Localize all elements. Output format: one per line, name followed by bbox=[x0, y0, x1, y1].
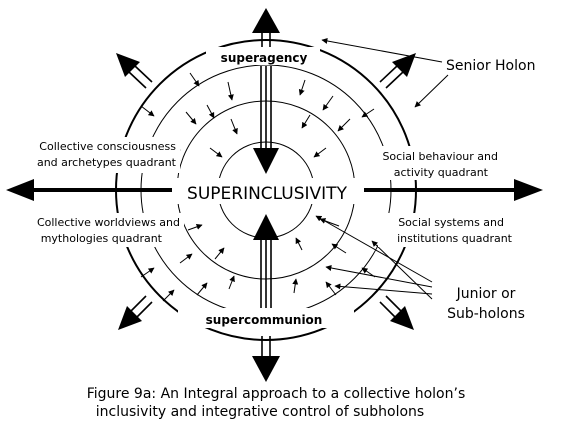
ll-label-bg bbox=[12, 213, 184, 247]
ul-quadrant-label-line2: and archetypes quadrant bbox=[37, 156, 177, 169]
junior-holon-label-line2: Sub-holons bbox=[447, 306, 525, 322]
ll-quadrant-label-line2: mythologies quadrant bbox=[41, 232, 163, 245]
ul-quadrant-label-line1: Collective consciousness bbox=[39, 140, 176, 153]
horizontal-axis bbox=[6, 179, 543, 201]
figure-caption-line2: inclusivity and integrative control of s… bbox=[96, 404, 424, 420]
outward-arrow-upper-right bbox=[379, 53, 416, 89]
senior-holon-pointers bbox=[321, 38, 449, 108]
superagency-label-bg bbox=[206, 47, 320, 65]
supercommunion-label: supercommunion bbox=[206, 313, 323, 327]
lr-quadrant-label-line1: Social systems and bbox=[398, 216, 504, 229]
superinclusivity-label: SUPERINCLUSIVITY bbox=[187, 184, 348, 204]
junior-holon-label-line1: Junior or bbox=[456, 286, 516, 302]
superagency-inward-arrow bbox=[253, 66, 279, 174]
ur-quadrant-label-line2: activity quadrant bbox=[394, 166, 489, 179]
superagency-label: superagency bbox=[221, 51, 308, 65]
superagency-outward-arrow bbox=[252, 8, 280, 48]
outward-arrow-lower-left bbox=[118, 295, 153, 330]
superinclusivity-label-bg bbox=[172, 178, 362, 204]
ul-label-bg bbox=[12, 137, 180, 173]
ur-quadrant-label-line1: Social behaviour and bbox=[382, 150, 498, 163]
junior-holon-pointers bbox=[315, 215, 433, 300]
senior-holon-label: Senior Holon bbox=[446, 58, 535, 74]
supercommunion-inward-arrow bbox=[253, 214, 279, 314]
supercommunion-outward-arrow bbox=[252, 336, 280, 382]
lr-quadrant-label-line2: institutions quadrant bbox=[397, 232, 513, 245]
figure-caption-line1: Figure 9a: An Integral approach to a col… bbox=[87, 386, 466, 402]
supercommunion-label-bg bbox=[178, 308, 354, 328]
lr-label-bg bbox=[378, 213, 516, 247]
ll-quadrant-label-line1: Collective worldviews and bbox=[37, 216, 180, 229]
outward-arrow-lower-right bbox=[379, 295, 414, 330]
outward-arrow-upper-left bbox=[116, 53, 153, 89]
ur-label-bg bbox=[362, 146, 504, 180]
